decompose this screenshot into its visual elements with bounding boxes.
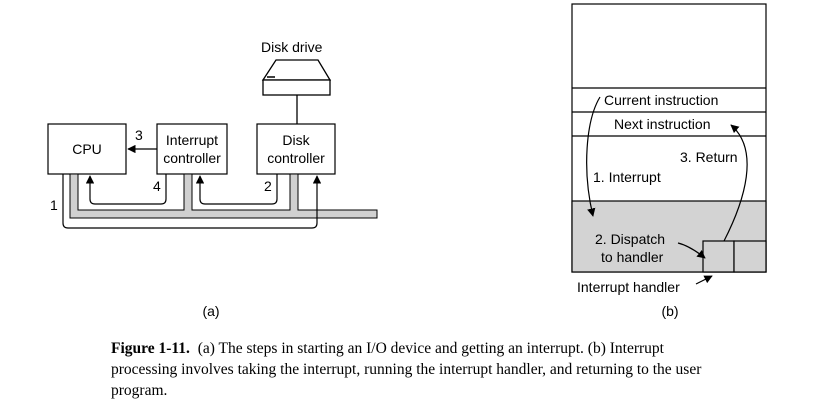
arrow-step-1 (62, 174, 322, 229)
step-1-label: 1 (50, 197, 58, 213)
interrupt-label: 1. Interrupt (593, 169, 661, 185)
figure-a: Disk drive CPU Interrupt controller Disk… (47, 39, 378, 319)
disk-drive-label: Disk drive (261, 39, 323, 55)
arrow-interrupt-handler (695, 275, 713, 285)
arrow-step-4 (85, 174, 167, 205)
arrow-interrupt (586, 96, 601, 217)
handler-box-right (733, 240, 767, 273)
cpu-label: CPU (72, 141, 102, 157)
dispatch-label-2: to handler (601, 249, 664, 265)
step-4-label: 4 (153, 178, 161, 194)
arrow-step-2 (195, 174, 278, 205)
interrupt-handler-label: Interrupt handler (577, 279, 680, 295)
disk-controller-label-1: Disk (282, 132, 310, 148)
arrow-dispatch (677, 242, 706, 259)
interrupt-controller-label-2: controller (163, 150, 221, 166)
interrupt-controller-label-1: Interrupt (166, 132, 218, 148)
disk-drive-icon (261, 59, 332, 96)
panel-a-label: (a) (202, 303, 219, 319)
next-instruction-label: Next instruction (614, 116, 710, 132)
figure-caption: Figure 1-11. (a) The steps in starting a… (111, 338, 711, 401)
disk-controller-box (256, 123, 336, 175)
caption-label: Figure 1-11. (111, 340, 190, 357)
arrow-return (723, 124, 748, 242)
current-instruction-label: Current instruction (604, 92, 718, 108)
system-bus (69, 173, 378, 219)
caption-text: (a) The steps in starting an I/O device … (111, 340, 702, 399)
panel-b-label: (b) (661, 303, 678, 319)
step-3-label: 3 (135, 127, 143, 143)
disk-controller-label-2: controller (267, 150, 325, 166)
handler-box (702, 240, 735, 273)
interrupt-controller-box (156, 123, 228, 175)
cpu-box (47, 123, 127, 175)
return-label: 3. Return (680, 149, 738, 165)
figure-b: Current instruction Next instruction 1. … (571, 3, 767, 319)
dispatch-label-1: 2. Dispatch (595, 231, 665, 247)
step-2-label: 2 (264, 178, 272, 194)
